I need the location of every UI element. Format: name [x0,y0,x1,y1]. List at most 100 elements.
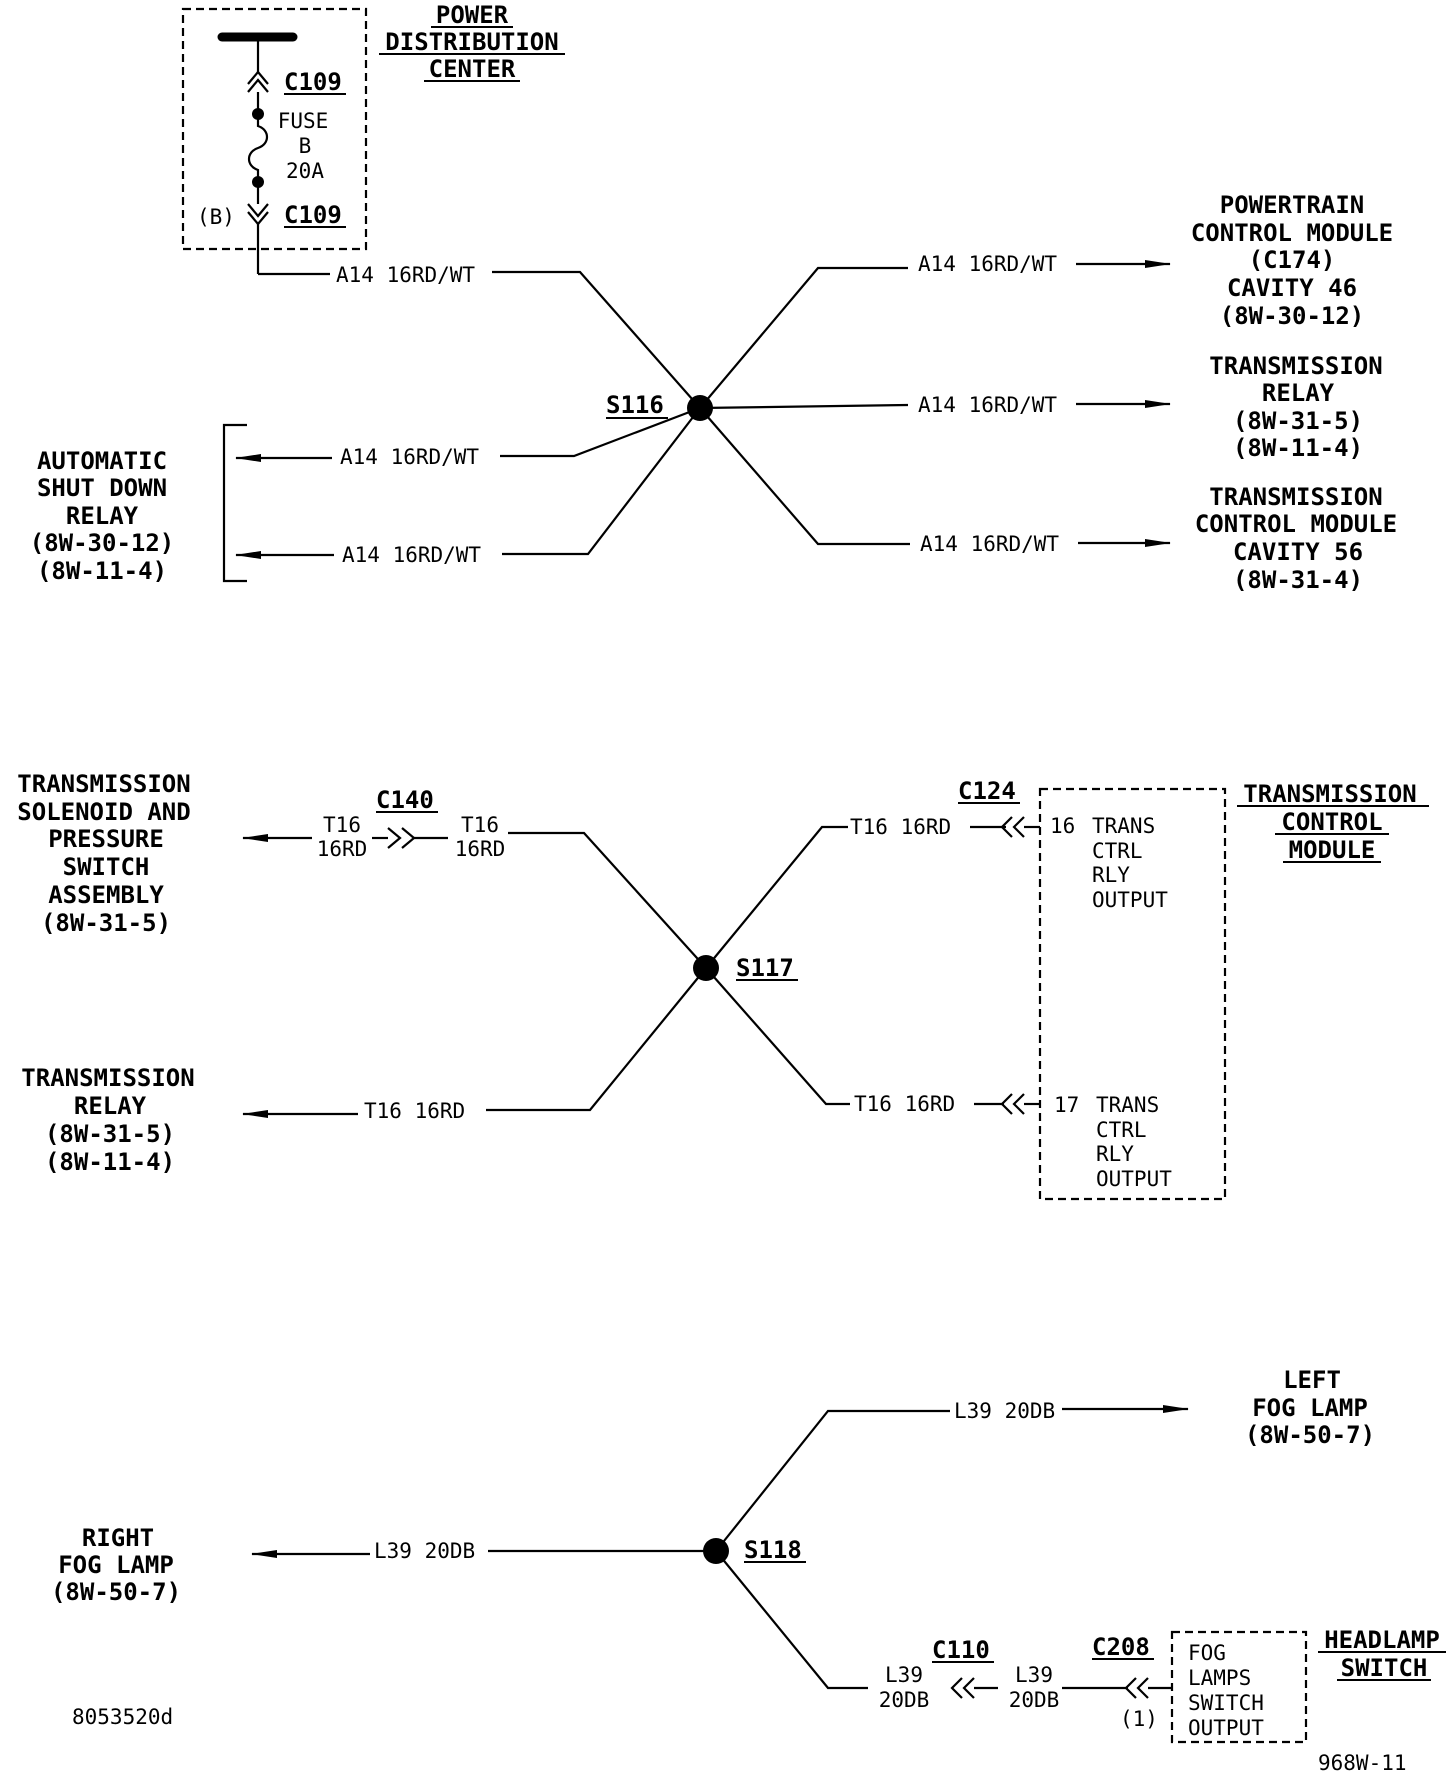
c110-right-wire-1: L39 [1015,1663,1053,1687]
splice-s117-group: T16 16RD T16 16RD C140 T16 16RD T16 16RD… [17,770,1429,1201]
fuse-label-3: 20A [286,159,324,183]
switch-line-2: LAMPS [1188,1666,1251,1690]
fuse-symbol [247,114,269,182]
tcm-title-4: (8W-31-4) [1233,566,1363,594]
connector-c140-symbol [387,827,416,849]
splice-s117-label: S117 [736,954,794,982]
trans-relay-title-2: RELAY [1262,379,1335,407]
splice-s118-label: S118 [744,1536,802,1564]
fuse-label-2: B [299,134,312,158]
connector-c109-top-symbol [247,70,269,93]
splice-s118-dot [703,1538,729,1564]
solenoid-title-3: PRESSURE [48,825,164,853]
pin16-line-3: RLY [1092,863,1130,887]
asd-title-5: (8W-11-4) [37,557,167,585]
cavity-b: (B) [197,205,235,229]
connector-c124-pin17-symbol [1000,1093,1025,1115]
solenoid-title-5: ASSEMBLY [48,881,164,909]
c110-left-wire-2: 20DB [879,1688,930,1712]
asd-title-2: SHUT DOWN [37,474,167,502]
trans-relay-title-1: TRANSMISSION [1209,352,1382,380]
pcm-title-1: POWERTRAIN [1220,191,1365,219]
pdc-title-3: CENTER [429,55,516,83]
pcm-title-3: (C174) [1249,246,1336,274]
right-fog-title-1: RIGHT [82,1524,154,1552]
right-fog-title-3: (8W-50-7) [51,1578,181,1606]
wire-a14-to-pcm: A14 16RD/WT [918,252,1057,276]
pin16-line-1: TRANS [1092,814,1155,838]
tcm-module-title-3: MODULE [1289,836,1376,864]
power-distribution-center: POWER DISTRIBUTION CENTER C109 FUSE B 20… [181,1,565,274]
footer-code-left: 8053520d [72,1705,173,1729]
connector-c110-label: C110 [932,1636,990,1664]
tcm-title-3: CAVITY 56 [1233,538,1363,566]
c140-right-wire-1: T16 [461,813,499,837]
pin16-number: 16 [1050,814,1075,838]
pin17-number: 17 [1054,1093,1079,1117]
pdc-title-2: DISTRIBUTION [385,28,558,56]
trans-relay-title-3: (8W-31-5) [1233,407,1363,435]
asd-title-1: AUTOMATIC [37,447,167,475]
wire-a14-from-pdc: A14 16RD/WT [336,263,475,287]
pcm-title-5: (8W-30-12) [1220,302,1365,330]
pdc-dashed-box [181,7,368,251]
asd-title-4: (8W-30-12) [30,529,175,557]
c140-right-wire-2: 16RD [455,837,506,861]
relay-wire: T16 16RD [364,1099,465,1123]
relay-title-1: TRANSMISSION [21,1064,194,1092]
fuse-label-1: FUSE [278,109,329,133]
splice-s116-label: S116 [606,391,664,419]
c110-right-wire-2: 20DB [1009,1688,1060,1712]
connector-c109-bottom: C109 [284,201,342,229]
tcm-title-2: CONTROL MODULE [1195,510,1397,538]
tcm-module-title-1: TRANSMISSION [1243,780,1416,808]
solenoid-title-1: TRANSMISSION [17,770,190,798]
relay-title-4: (8W-11-4) [45,1148,175,1176]
connector-c140-label: C140 [376,786,434,814]
solenoid-title-6: (8W-31-5) [41,909,171,937]
switch-line-3: SWITCH [1188,1691,1264,1715]
pcm-title-4: CAVITY 46 [1227,274,1357,302]
tcm-title-1: TRANSMISSION [1209,483,1382,511]
connector-c109-bottom-symbol [247,203,269,226]
wire-a14-to-asd-2: A14 16RD/WT [342,543,481,567]
wire-a14-to-asd-1: A14 16RD/WT [340,445,479,469]
solenoid-title-2: SOLENOID AND [17,798,190,826]
right-fog-wire: L39 20DB [374,1539,475,1563]
solenoid-title-4: SWITCH [63,853,150,881]
headlamp-title-2: SWITCH [1341,1654,1428,1682]
splice-s118-group: L39 20DB L39 20DB L39 20DB L39 20DB C110… [51,1366,1446,1744]
relay-title-3: (8W-31-5) [45,1120,175,1148]
connector-c110-symbol [950,1677,975,1699]
tcm-wire-1: T16 16RD [850,815,951,839]
tcm-wire-2: T16 16RD [854,1092,955,1116]
c140-left-wire-2: 16RD [317,837,368,861]
left-fog-title-3: (8W-50-7) [1245,1421,1375,1449]
headlamp-title-1: HEADLAMP [1324,1626,1440,1654]
pdc-title-1: POWER [436,1,509,29]
splice-s116-dot [687,395,713,421]
asd-bracket [222,423,247,583]
splice-s117-dot [693,955,719,981]
c208-cavity: (1) [1120,1707,1158,1731]
connector-c124-pin16-symbol [1000,816,1025,838]
pin17-line-1: TRANS [1096,1093,1159,1117]
connector-c109-top: C109 [284,68,342,96]
c110-left-wire-1: L39 [885,1663,923,1687]
connector-c208-symbol [1124,1677,1149,1699]
relay-title-2: RELAY [74,1092,147,1120]
pin16-line-2: CTRL [1092,839,1143,863]
left-fog-title-1: LEFT [1283,1366,1341,1394]
connector-c208-label: C208 [1092,1633,1150,1661]
tcm-module-title-2: CONTROL [1281,808,1382,836]
trans-relay-title-4: (8W-11-4) [1233,434,1363,462]
tcm-dashed-box [1038,787,1227,1201]
pin16-line-4: OUTPUT [1092,888,1168,912]
headlamp-switch-dashed-box [1170,1630,1308,1744]
pin17-line-4: OUTPUT [1096,1167,1172,1191]
pin17-line-3: RLY [1096,1142,1134,1166]
pcm-title-2: CONTROL MODULE [1191,219,1393,247]
switch-line-1: FOG [1188,1641,1226,1665]
switch-line-4: OUTPUT [1188,1716,1264,1740]
